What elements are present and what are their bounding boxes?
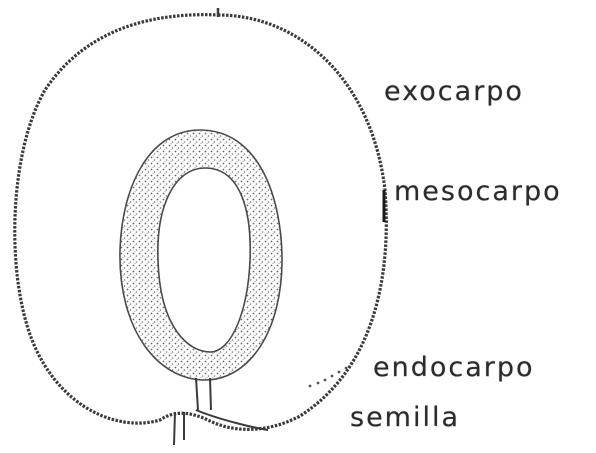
label-semilla: semilla (350, 404, 460, 431)
endocarp-ring (120, 130, 282, 380)
label-mesocarpo: mesocarpo (394, 178, 562, 205)
seed-stalk (174, 378, 268, 445)
label-endocarpo: endocarpo (373, 354, 535, 381)
label-exocarpo: exocarpo (384, 78, 524, 105)
